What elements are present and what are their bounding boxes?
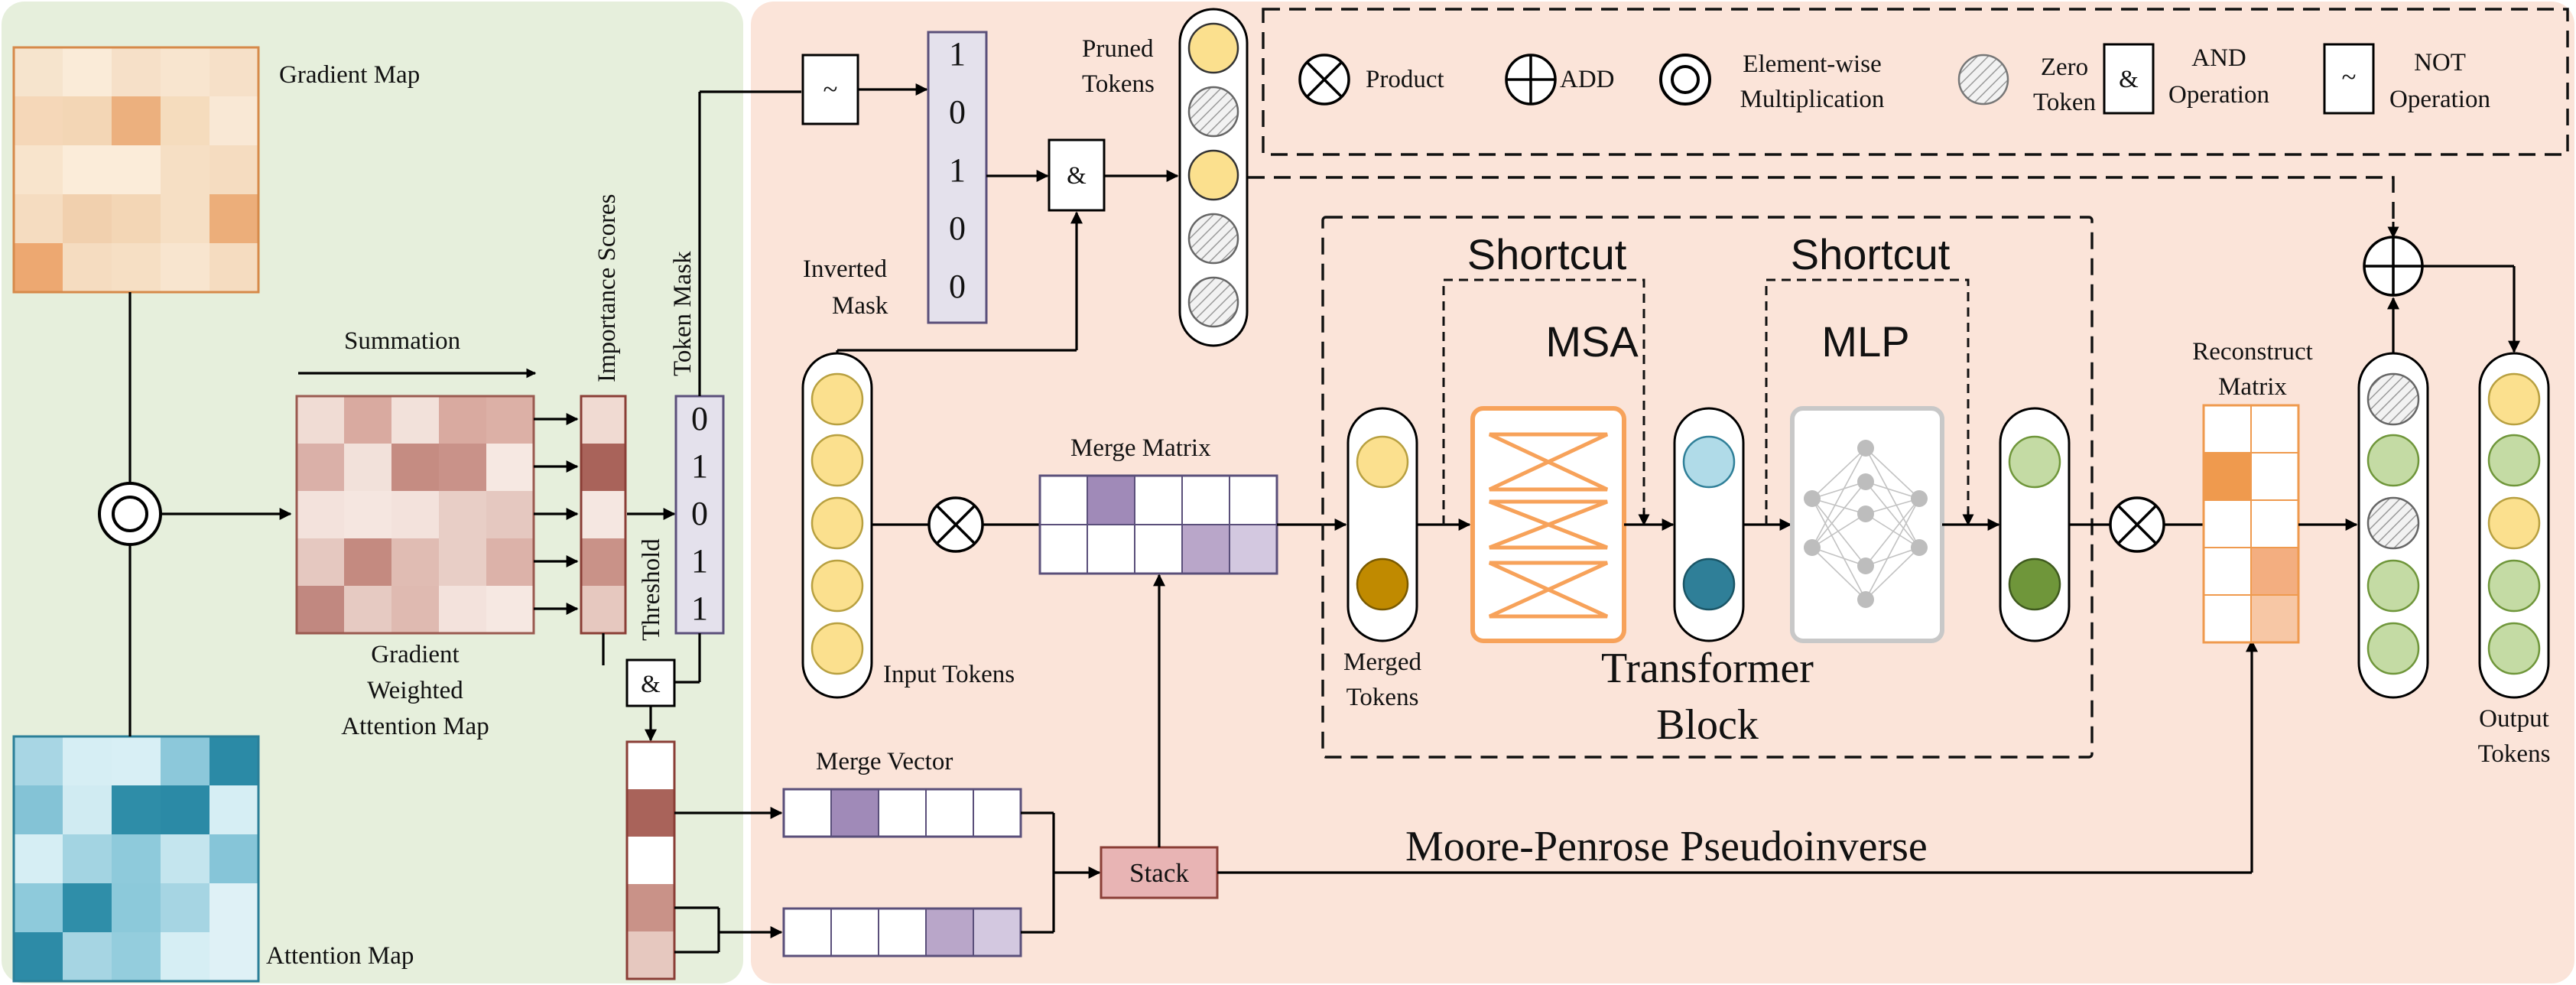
- stack-box: Stack: [1100, 846, 1219, 899]
- merged-tokens-column: [1346, 407, 1418, 642]
- input-tokens-column: [801, 352, 873, 699]
- svg-text:1: 1: [691, 590, 708, 627]
- svg-text:Operation: Operation: [2168, 81, 2269, 109]
- svg-text:~: ~: [2342, 62, 2357, 92]
- gradient-map-label: Gradient Map: [279, 61, 420, 89]
- merge-matrix-label: Merge Matrix: [1070, 434, 1211, 462]
- shortcut1-label: Shortcut: [1467, 230, 1627, 278]
- pruned-tokens-label-line1: Pruned: [1082, 35, 1154, 63]
- attention-map-label: Attention Map: [266, 942, 414, 970]
- and-operation-icon-right: &: [1048, 138, 1106, 212]
- svg-text:AND: AND: [2191, 44, 2246, 72]
- inverted-mask: 1 0 1 0 0: [927, 31, 988, 324]
- legend-product: Product: [1298, 54, 1444, 106]
- pruned-tokens-column: [1178, 8, 1249, 347]
- svg-text:&: &: [2119, 66, 2139, 93]
- legend-not: ~ NOT Operation: [2323, 43, 2490, 115]
- row-arrows: [534, 413, 579, 615]
- reconstruct-matrix: [2202, 404, 2300, 644]
- threshold-label: Threshold: [638, 538, 665, 641]
- svg-text:0: 0: [691, 495, 708, 532]
- transformer-label-line2: Block: [1656, 701, 1759, 749]
- gradient-weighted-attention-map-grid: [295, 395, 535, 635]
- output-tokens-label-line2: Tokens: [2478, 740, 2551, 768]
- svg-text:Element-wise: Element-wise: [1743, 50, 1881, 78]
- msa-output-tokens: [1673, 407, 1745, 642]
- gwam-label-line2: Weighted: [367, 677, 463, 704]
- legend-add: ADD: [1505, 54, 1615, 106]
- svg-text:1: 1: [949, 151, 966, 189]
- shortcut2-label: Shortcut: [1791, 230, 1951, 278]
- msa-block: [1470, 406, 1626, 643]
- output-tokens-column: [2478, 352, 2550, 699]
- gwam-label-line3: Attention Map: [341, 713, 489, 740]
- svg-text:0: 0: [949, 210, 966, 247]
- merge-vector-2: [782, 907, 1022, 957]
- attention-map-grid: [12, 735, 260, 983]
- importance-scores-column: [580, 395, 627, 635]
- svg-text:~: ~: [823, 74, 838, 104]
- svg-text:Product: Product: [1366, 66, 1444, 93]
- svg-text:NOT: NOT: [2414, 49, 2466, 76]
- add-icon: [2363, 236, 2424, 297]
- merged-tokens-label-line2: Tokens: [1346, 684, 1419, 711]
- mlp-label: MLP: [1821, 317, 1909, 366]
- token-mask-label: Token Mask: [669, 251, 697, 376]
- svg-text:1: 1: [691, 542, 708, 580]
- importance-scores-label: Importance Scores: [593, 194, 621, 383]
- svg-text:Token: Token: [2033, 89, 2096, 116]
- svg-text:0: 0: [949, 268, 966, 305]
- transformer-label-line1: Transformer: [1601, 645, 1814, 692]
- reconstructed-tokens-column: [2357, 352, 2429, 699]
- and-operation-icon: &: [625, 658, 676, 707]
- gwam-label-line1: Gradient: [371, 641, 459, 668]
- svg-text:1: 1: [949, 35, 966, 73]
- pruned-tokens-label-line2: Tokens: [1082, 70, 1155, 98]
- output-tokens-label-line1: Output: [2479, 705, 2549, 733]
- svg-text:ADD: ADD: [1560, 66, 1615, 93]
- merged-tokens-label-line1: Merged: [1343, 649, 1422, 676]
- reconstruct-label-line2: Matrix: [2218, 373, 2287, 401]
- legend-and: & AND Operation: [2103, 43, 2269, 115]
- merge-vector-label: Merge Vector: [816, 748, 953, 775]
- legend-box: [1262, 8, 2569, 156]
- token-mask: 0 1 0 1 1: [674, 395, 725, 635]
- svg-text:1: 1: [691, 447, 708, 485]
- inverted-mask-label-line1: Inverted: [803, 255, 887, 283]
- masked-scores-column: [625, 740, 676, 980]
- svg-text:&: &: [641, 671, 661, 698]
- svg-text:Multiplication: Multiplication: [1740, 86, 1885, 113]
- reconstruct-label-line1: Reconstruct: [2192, 338, 2313, 366]
- svg-text:Operation: Operation: [2389, 86, 2490, 113]
- svg-text:Zero: Zero: [2041, 54, 2088, 81]
- msa-label: MSA: [1545, 317, 1639, 366]
- svg-text:0: 0: [691, 400, 708, 437]
- svg-text:0: 0: [949, 93, 966, 131]
- svg-text:&: &: [1067, 162, 1087, 190]
- svg-text:Stack: Stack: [1129, 858, 1189, 888]
- inverted-mask-label-line2: Mask: [832, 292, 888, 320]
- product-icon-2: [2109, 496, 2165, 553]
- merge-matrix: [1038, 474, 1278, 575]
- mlp-block: [1790, 406, 1944, 643]
- gradient-map-grid: [12, 46, 260, 294]
- not-operation-icon: ~: [801, 54, 859, 125]
- mlp-output-tokens: [1999, 407, 2071, 642]
- pseudoinverse-label: Moore-Penrose Pseudoinverse: [1405, 823, 1928, 870]
- product-icon: [927, 496, 984, 553]
- input-tokens-label: Input Tokens: [883, 661, 1015, 688]
- legend-elementwise: Element-wise Multiplication: [1659, 50, 1885, 113]
- elementwise-multiplication-icon: [98, 482, 162, 546]
- summation-label: Summation: [344, 327, 460, 355]
- merge-vector-1: [782, 788, 1022, 838]
- legend-zero-token: Zero Token: [1957, 54, 2096, 116]
- transformer-block: [1321, 216, 2094, 759]
